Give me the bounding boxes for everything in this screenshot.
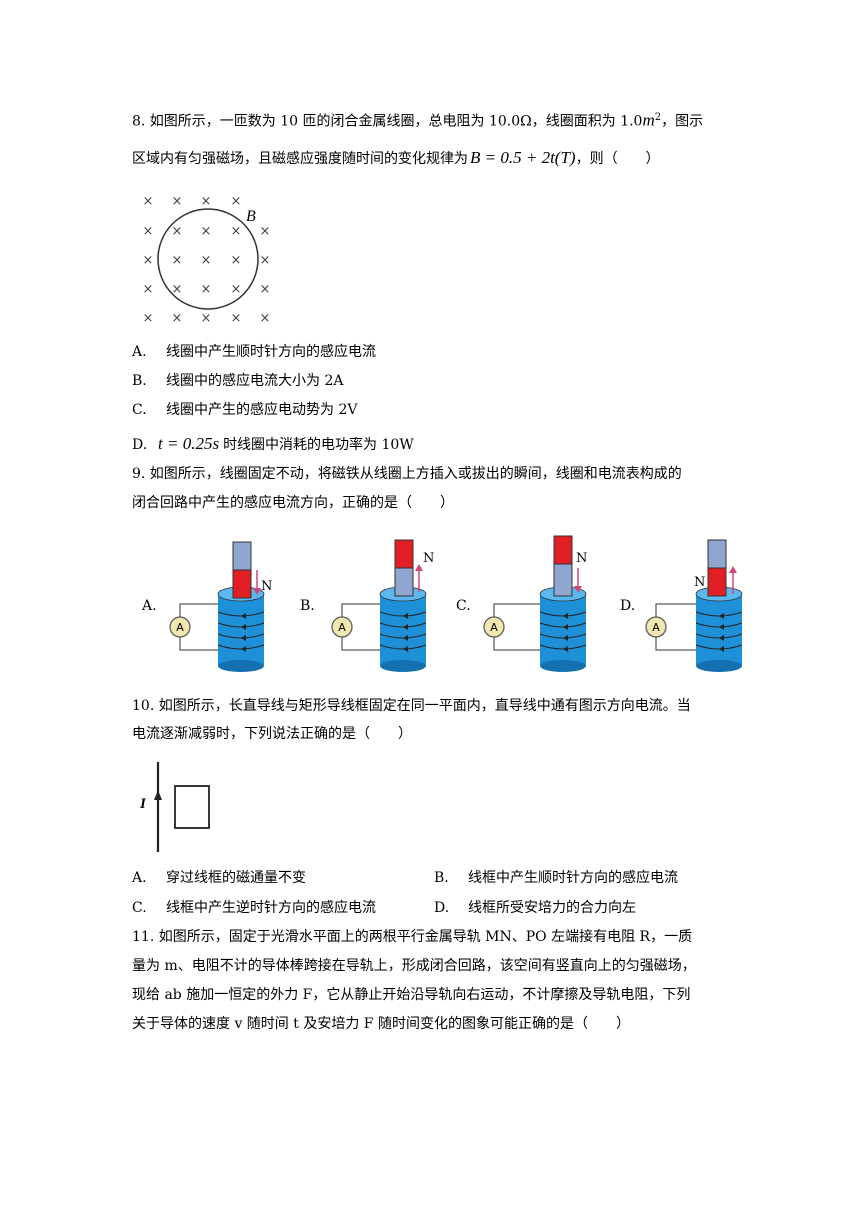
svg-text:N: N [261,579,272,594]
svg-text:×: × [231,224,242,239]
coil-body [380,594,426,666]
q10-line-2: 电流逐渐减弱时，下列说法正确的是（ ） [132,726,412,742]
svg-text:N: N [423,551,434,566]
svg-text:N: N [576,551,587,566]
rectangular-loop [174,785,210,829]
q10-option-b: B.线框中产生顺时针方向的感应电流 [434,870,678,886]
q8-option-a: A.线圈中产生顺时针方向的感应电流 [132,344,376,360]
svg-text:×: × [172,282,183,297]
magnet-s-pole [394,567,414,597]
q10-line-1: 10. 如图所示，长直导线与矩形导线框固定在同一平面内，直导线中通有图示方向电流… [132,698,691,714]
b-formula: B = 0.5 + 2t(T) [470,148,576,167]
q9-line-1: 9. 如图所示，线圈固定不动，将磁铁从线圈上方插入或拔出的瞬间，线圈和电流表构成… [132,466,682,482]
svg-text:×: × [201,282,212,297]
q8-option-b: B.线圈中的感应电流大小为 2A [132,373,344,389]
figure-d-label: D. [620,598,635,614]
area-exponent: 2 [654,112,662,123]
svg-text:×: × [143,253,154,268]
q10-wire-loop-figure: I [139,762,210,852]
svg-text:×: × [172,224,183,239]
q9-figure-d: D. A N [620,539,743,672]
q11-line-2: 量为 m、电阻不计的导体棒跨接在导轨上，形成闭合回路，该空间有竖直向上的匀强磁场… [132,958,696,974]
q9-figure-c: C. A N [456,535,587,672]
current-label: I [139,796,147,812]
q10-option-d: D.线框所受安培力的合力向左 [434,900,636,916]
svg-text:×: × [143,311,154,326]
svg-text:×: × [201,194,212,209]
q9-figure-a: A. A N [141,541,272,672]
field-cross-marks: × × × × × × × × × × × × × × × × × × × × × × × × [143,194,271,326]
magnet-n-pole [553,535,573,565]
magnet-n-pole [232,569,252,599]
figure-c-label: C. [456,598,471,614]
svg-text:A: A [652,621,660,634]
svg-text:×: × [143,282,154,297]
magnet-s-pole [232,541,252,571]
svg-text:×: × [143,224,154,239]
svg-text:×: × [260,282,271,297]
svg-text:N: N [694,575,705,590]
q11-line-1: 11. 如图所示，固定于光滑水平面上的两根平行金属导轨 MN、PO 左端接有电阻… [132,929,693,945]
q8-option-c: C.线圈中产生的感应电动势为 2V [132,402,358,418]
svg-text:A: A [490,621,498,634]
magnet-n-pole [707,567,727,597]
magnet-s-pole [707,539,727,569]
coil-body [218,594,264,666]
svg-text:×: × [201,253,212,268]
svg-text:×: × [231,253,242,268]
q10-option-a: A.穿过线框的磁通量不变 [132,870,306,886]
q11-line-3: 现给 ab 施加一恒定的外力 F，它从静止开始沿导轨向右运动，不计摩擦及导轨电阻… [132,987,691,1003]
coil-circle [157,208,259,310]
svg-text:×: × [172,311,183,326]
svg-text:×: × [260,224,271,239]
magnet-n-pole [394,539,414,569]
svg-text:×: × [260,311,271,326]
figure-a-label: A. [141,598,157,614]
svg-text:×: × [201,311,212,326]
svg-text:×: × [143,194,154,209]
q8-magnetic-field-figure: × × × × × × × × × × × × × × × × × × × × × × × × B [143,194,271,326]
time-formula: t = 0.25s [158,434,220,453]
ammeter-icon [645,616,667,638]
ammeter-icon [331,616,353,638]
svg-text:×: × [172,253,183,268]
svg-text:×: × [260,253,271,268]
coil-body [696,594,742,666]
svg-text:×: × [231,282,242,297]
svg-text:×: × [231,311,242,326]
coil-body [540,594,586,666]
q11-line-4: 关于导体的速度 v 随时间 t 及安培力 F 随时间变化的图象可能正确的是（ ） [132,1016,630,1032]
current-arrow-icon [154,790,162,800]
b-label: B [246,208,256,225]
svg-text:×: × [201,224,212,239]
q8-line-1: 8. 如图所示，一匝数为 10 匝的闭合金属线圈，总电阻为 10.0Ω，线圈面积… [132,110,704,130]
figure-b-label: B. [300,598,315,614]
ammeter-icon [169,616,191,638]
area-unit: m [642,110,655,130]
q9-figure-b: B. A N [300,539,434,672]
svg-text:A: A [338,621,346,634]
magnet-s-pole [553,563,573,597]
svg-text:×: × [231,194,242,209]
q9-line-2: 闭合回路中产生的感应电流方向，正确的是（ ） [132,495,454,511]
svg-text:A: A [176,621,184,634]
svg-text:×: × [172,194,183,209]
ammeter-icon [483,616,505,638]
q10-option-c: C.线框中产生逆时针方向的感应电流 [132,900,376,916]
